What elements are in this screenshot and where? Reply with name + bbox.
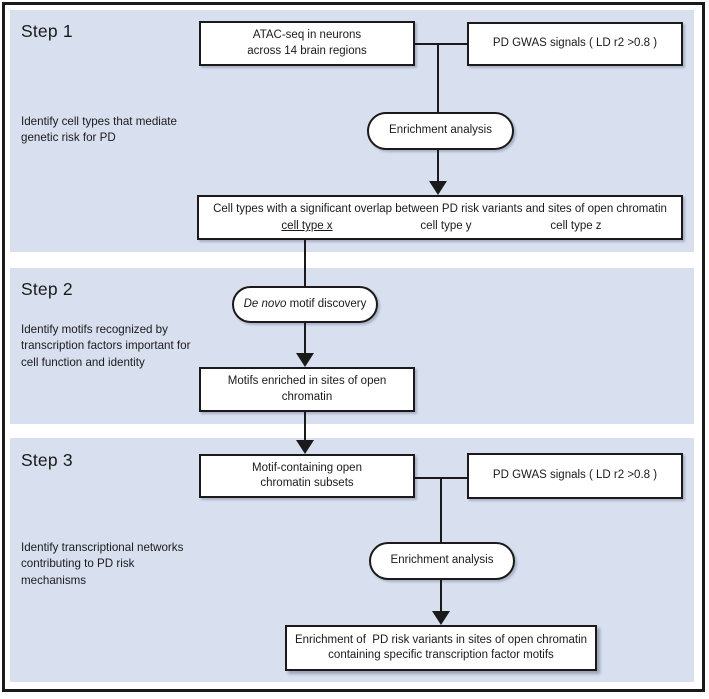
node-final-enrichment: Enrichment of PD risk variants in sites … bbox=[285, 625, 597, 671]
node-final-enrichment-line1: Enrichment of PD risk variants in sites … bbox=[294, 633, 588, 646]
node-atac-seq: ATAC-seq in neurons across 14 brain regi… bbox=[199, 21, 415, 66]
step2-description: Identify motifs recognized by transcript… bbox=[21, 323, 191, 369]
de-novo-italic-text: De novo bbox=[243, 297, 287, 310]
connector-denovo-to-motifs bbox=[304, 323, 306, 355]
cell-type-y-label: cell type y bbox=[420, 220, 472, 233]
connector-celltypes-to-denovo bbox=[304, 240, 306, 286]
connector-atac-gwas-horizontal bbox=[413, 43, 469, 45]
cell-type-x-label: cell type x bbox=[281, 220, 333, 233]
connector-junction-to-enrichment-bottom bbox=[440, 479, 442, 542]
node-cell-types-overlap: Cell types with a significant overlap be… bbox=[197, 195, 683, 240]
arrowhead-to-subsets bbox=[296, 440, 314, 454]
step1-description: Identify cell types that mediate genetic… bbox=[21, 115, 177, 145]
node-enrichment-analysis-top-label: Enrichment analysis bbox=[389, 124, 492, 137]
node-atac-seq-line2: across 14 brain regions bbox=[247, 44, 367, 57]
node-pd-gwas-bottom: PD GWAS signals ( LD r2 >0.8 ) bbox=[467, 453, 683, 499]
node-motif-subsets-line1: Motif-containing open bbox=[252, 461, 362, 474]
connector-motifs-to-subsets bbox=[304, 412, 306, 442]
connector-subsets-gwas-horizontal bbox=[415, 477, 467, 479]
node-final-enrichment-line2: containing specific transcription factor… bbox=[328, 649, 554, 661]
arrowhead-to-celltypes bbox=[429, 181, 447, 195]
cell-type-z-label: cell type z bbox=[550, 220, 602, 233]
node-de-novo-motif-discovery-label: De novo motif discovery bbox=[244, 297, 367, 312]
node-pd-gwas-top: PD GWAS signals ( LD r2 >0.8 ) bbox=[467, 22, 683, 66]
motif-discovery-text: motif discovery bbox=[286, 297, 367, 310]
node-motifs-enriched: Motifs enriched in sites of open chromat… bbox=[199, 367, 415, 412]
step1-heading: Step 1 bbox=[21, 21, 73, 41]
node-enrichment-analysis-top: Enrichment analysis bbox=[367, 112, 514, 150]
connector-enrichment-top-to-celltypes bbox=[437, 150, 439, 183]
node-motifs-enriched-line2: chromatin bbox=[281, 390, 333, 403]
node-de-novo-motif-discovery: De novo motif discovery bbox=[232, 286, 378, 323]
node-enrichment-analysis-bottom-label: Enrichment analysis bbox=[390, 554, 494, 567]
cell-type-row: cell type x cell type y cell type z bbox=[199, 219, 681, 237]
figure-border-frame bbox=[2, 2, 705, 692]
node-motif-subsets-line2: chromatin subsets bbox=[260, 477, 354, 489]
step3-heading: Step 3 bbox=[21, 450, 73, 470]
connector-junction-to-enrichment-top bbox=[437, 45, 439, 112]
node-pd-gwas-bottom-label: PD GWAS signals ( LD r2 >0.8 ) bbox=[492, 469, 658, 482]
node-cell-types-overlap-line1: Cell types with a significant overlap be… bbox=[213, 203, 667, 215]
step2-heading: Step 2 bbox=[21, 279, 73, 299]
node-enrichment-analysis-bottom: Enrichment analysis bbox=[369, 542, 515, 580]
step3-description: Identify transcriptional networks contri… bbox=[21, 541, 184, 587]
node-atac-seq-line1: ATAC-seq in neurons bbox=[252, 29, 362, 42]
connector-enrichment-bottom-to-final bbox=[440, 580, 442, 612]
node-motifs-enriched-line1: Motifs enriched in sites of open bbox=[227, 375, 387, 388]
node-pd-gwas-top-label: PD GWAS signals ( LD r2 >0.8 ) bbox=[492, 37, 658, 50]
arrowhead-to-motifs bbox=[296, 353, 314, 367]
node-motif-subsets: Motif-containing open chromatin subsets bbox=[199, 454, 415, 498]
arrowhead-to-final bbox=[432, 611, 450, 625]
